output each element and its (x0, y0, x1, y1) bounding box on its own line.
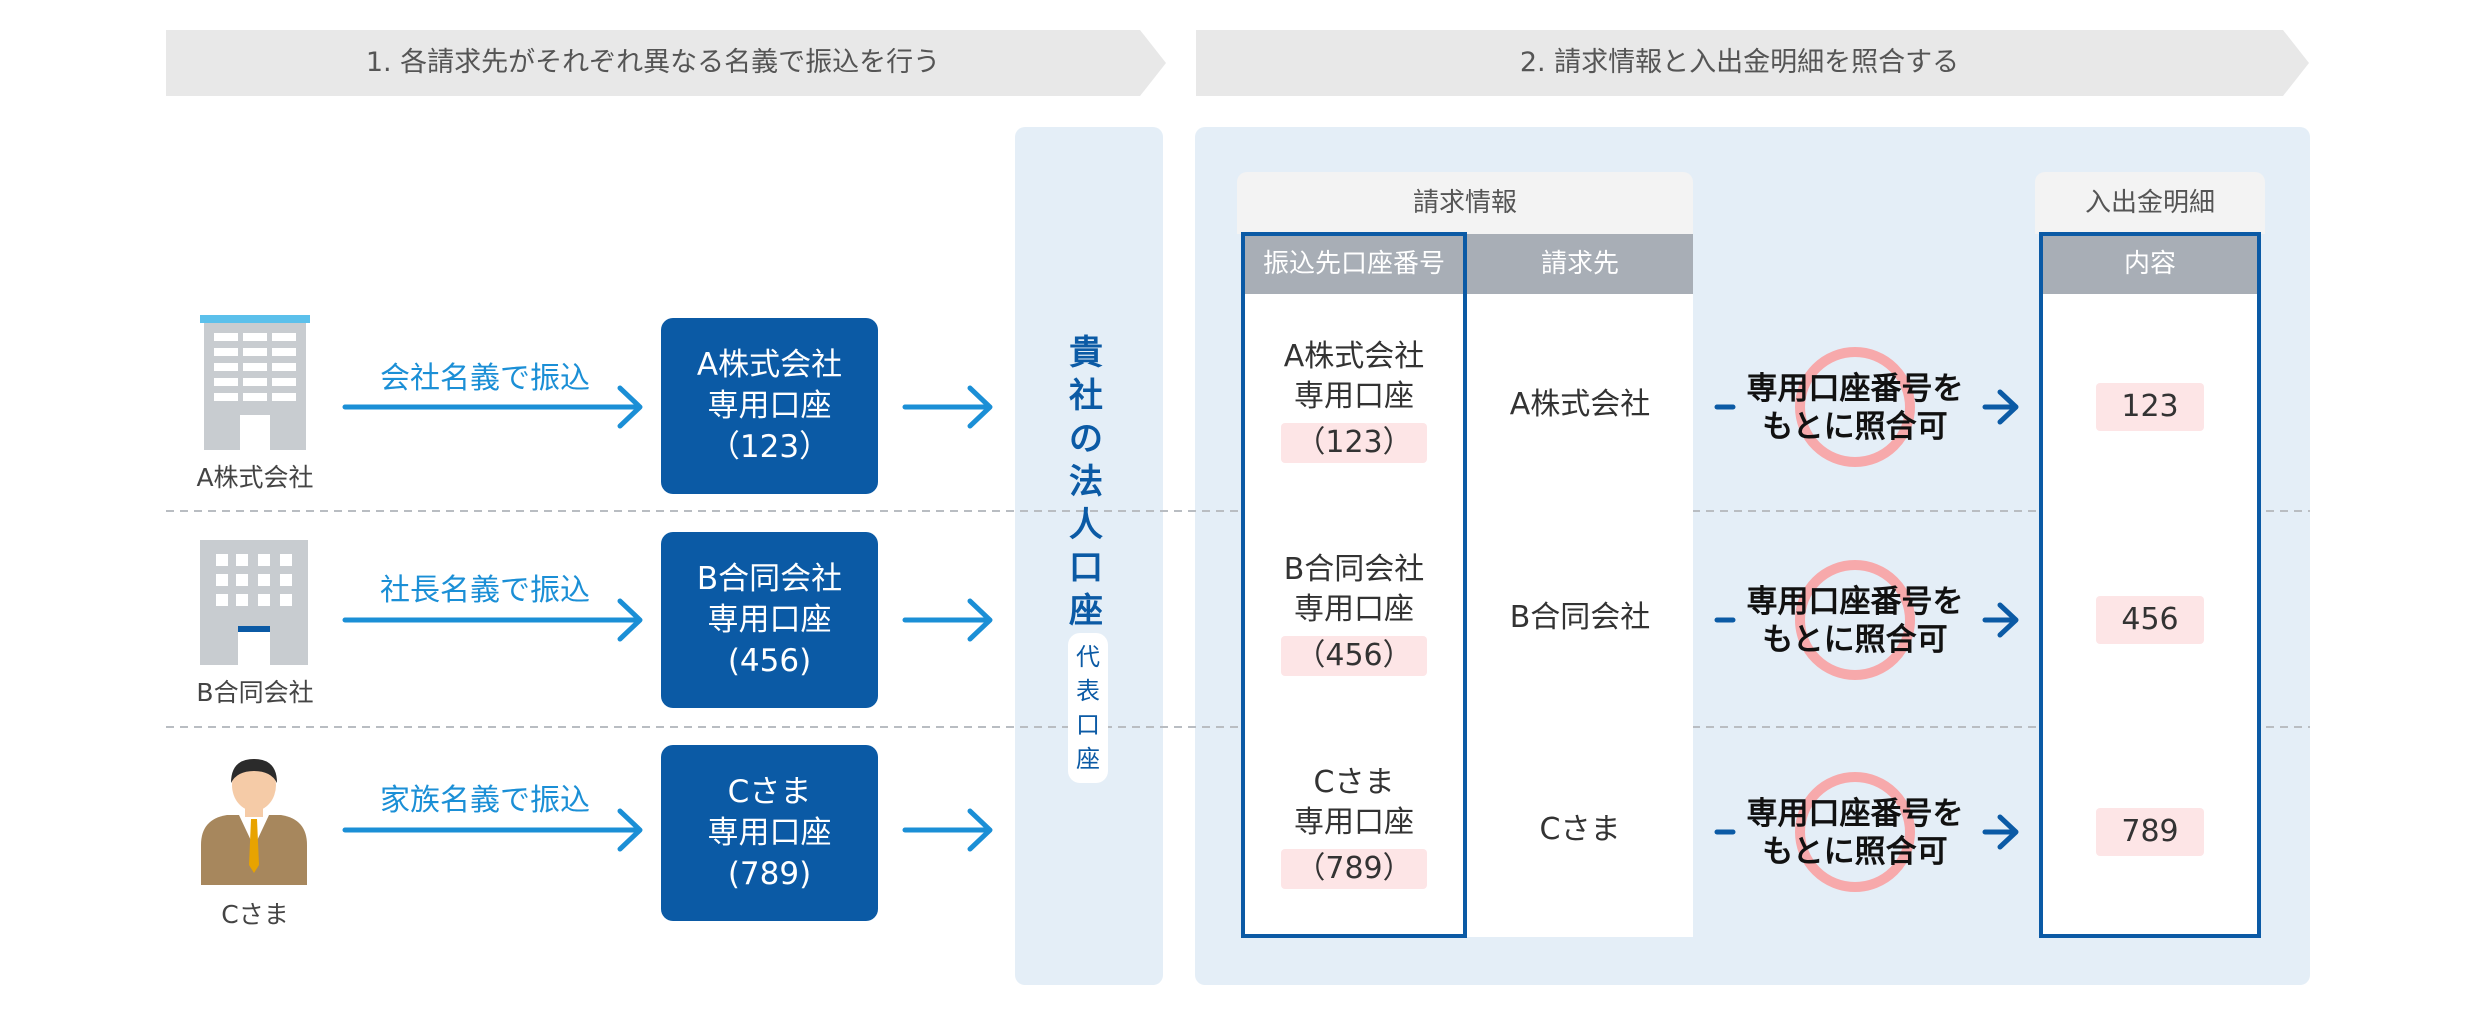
person-icon (201, 759, 307, 885)
statement-entry-b: 456 (2096, 596, 2204, 644)
match-text-b: 専用口座番号を もとに照合可 (1725, 583, 1985, 659)
cell-line: 専用口座 (1294, 805, 1414, 840)
corporate-account-panel (1015, 127, 1163, 985)
account-line: A株式会社 (696, 346, 843, 383)
info-payer-c: Cさま (1539, 812, 1621, 847)
account-line: 専用口座 (707, 601, 832, 638)
transfer-method-b: 社長名義で振込 (380, 573, 590, 608)
sub-char: 口 (1076, 711, 1100, 739)
representative-account-badge: 代 表 口 座 (1068, 633, 1108, 783)
account-number-pill: （456） (1281, 636, 1427, 676)
dedicated-account-c: Cさま 専用口座 (789) (661, 745, 878, 921)
match-circle-icon (1795, 347, 1915, 467)
account-column-highlight (1241, 232, 1467, 938)
corporate-account-title: 貴 社 の 法 人 口 座 (1040, 332, 1132, 633)
step2-label: 2. 請求情報と入出金明細を照合する (1519, 47, 1960, 78)
account-number-pill: （789） (1281, 849, 1427, 889)
office-building-icon (200, 315, 310, 450)
statement-entry-c: 789 (2096, 808, 2204, 856)
step1-label: 1. 各請求先がそれぞれ異なる名義で振込を行う (365, 47, 941, 78)
title-char: 座 (1069, 591, 1103, 631)
account-line: （123） (708, 428, 831, 465)
match-line: 専用口座番号を (1746, 371, 1964, 407)
account-number-pill: （123） (1281, 423, 1427, 463)
col-header-content: 内容 (2043, 234, 2257, 294)
payer-label-a: A株式会社 (196, 463, 314, 492)
content-column-highlight (2039, 232, 2261, 938)
cell-line: 専用口座 (1294, 592, 1414, 627)
statement-title: 入出金明細 (2035, 172, 2265, 234)
match-line: もとに照合可 (1762, 834, 1948, 870)
account-line: 専用口座 (707, 814, 832, 851)
title-char: の (1069, 419, 1103, 459)
match-line: 専用口座番号を (1746, 584, 1964, 620)
account-line: B合同会社 (696, 560, 843, 597)
dedicated-account-a: A株式会社 専用口座 （123） (661, 318, 878, 494)
match-circle-icon (1795, 772, 1915, 892)
info-account-b: B合同会社 専用口座 （456） (1245, 550, 1463, 676)
match-line: もとに照合可 (1762, 622, 1948, 658)
cell-line: A株式会社 (1283, 339, 1425, 374)
step2-chevron (1196, 30, 2309, 96)
account-line: (456) (727, 642, 812, 679)
match-line: もとに照合可 (1762, 409, 1948, 445)
account-line: (789) (727, 855, 812, 892)
cell-line: B合同会社 (1283, 552, 1425, 587)
col-header-account-number: 振込先口座番号 (1245, 234, 1463, 294)
small-building-icon (200, 540, 308, 665)
info-account-a: A株式会社 専用口座 （123） (1245, 337, 1463, 463)
statement-entry-a: 123 (2096, 383, 2204, 431)
payer-label-c: Cさま (221, 900, 289, 929)
info-payer-b: B合同会社 (1509, 600, 1651, 635)
billing-info-body (1245, 294, 1693, 937)
transfer-method-c: 家族名義で振込 (380, 783, 590, 818)
payer-label-b: B合同会社 (196, 678, 314, 707)
title-char: 人 (1069, 505, 1103, 545)
dedicated-account-b: B合同会社 専用口座 (456) (661, 532, 878, 708)
sub-char: 表 (1076, 677, 1100, 705)
match-circle-icon (1795, 560, 1915, 680)
col-header-payer: 請求先 (1467, 234, 1693, 294)
account-line: Cさま (727, 773, 812, 810)
title-char: 法 (1069, 462, 1103, 502)
account-line: 専用口座 (707, 387, 832, 424)
cell-line: 専用口座 (1294, 379, 1414, 414)
match-text-c: 専用口座番号を もとに照合可 (1725, 795, 1985, 871)
step1-chevron (166, 30, 1166, 96)
title-char: 貴 (1069, 333, 1103, 373)
sub-char: 代 (1076, 643, 1100, 671)
info-payer-a: A株式会社 (1509, 387, 1651, 422)
transfer-method-a: 会社名義で振込 (380, 361, 590, 396)
info-account-c: Cさま 専用口座 （789） (1245, 763, 1463, 889)
title-char: 社 (1069, 376, 1103, 416)
title-char: 口 (1069, 548, 1103, 588)
cell-line: Cさま (1313, 765, 1395, 800)
sub-char: 座 (1076, 745, 1100, 773)
match-line: 専用口座番号を (1746, 796, 1964, 832)
billing-info-title: 請求情報 (1237, 172, 1693, 234)
match-text-a: 専用口座番号を もとに照合可 (1725, 370, 1985, 446)
